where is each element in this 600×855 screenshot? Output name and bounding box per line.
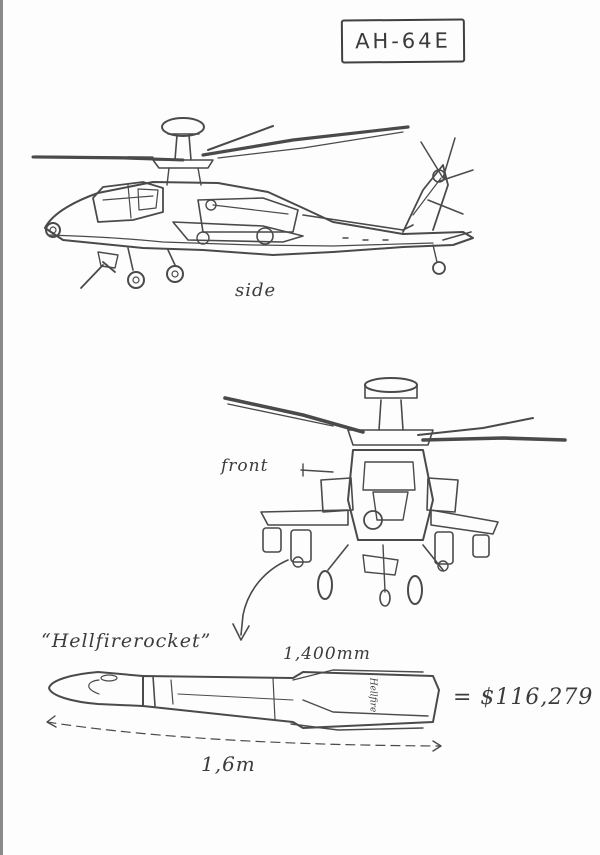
price-label: = $116,279 (453, 685, 594, 710)
helicopter-front-view (223, 377, 567, 641)
missile-marking: Hellfire (367, 677, 378, 713)
diameter-label: 1,400mm (283, 644, 371, 664)
front-view-label: front (221, 456, 269, 476)
missile-label: “Hellfirerocket” (41, 630, 212, 652)
helicopter-side-view (31, 117, 474, 289)
length-label: 1,6m (201, 752, 256, 776)
side-view-label: side (235, 280, 277, 301)
hellfire-missile (46, 669, 442, 752)
